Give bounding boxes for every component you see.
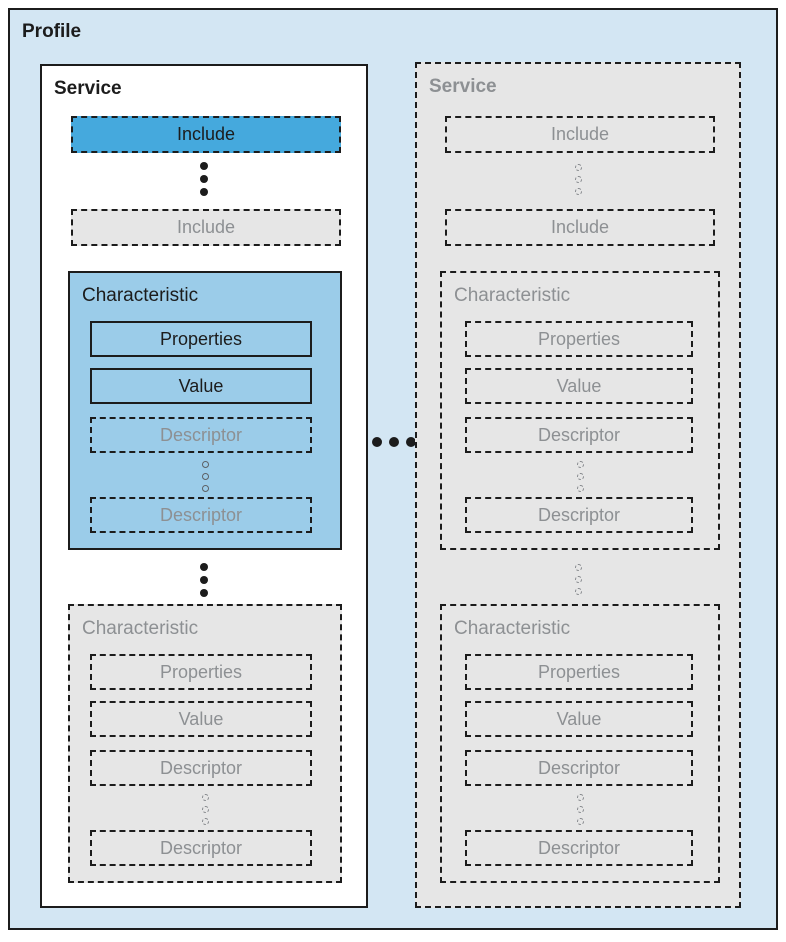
vertical-ellipsis-dots-icon <box>42 563 366 597</box>
include-box-ghost: Include <box>445 116 715 153</box>
characteristic-box-ghost: Characteristic Properties Value Descript… <box>68 604 342 883</box>
properties-box: Properties <box>465 321 693 357</box>
vertical-circle-dots-dashed-icon <box>70 794 340 825</box>
include-box-active: Include <box>71 116 341 153</box>
vertical-circle-dots-dashed-icon <box>417 564 739 595</box>
characteristic-box-active: Characteristic Properties Value Descript… <box>68 271 342 550</box>
profile-container: Profile Service Include Include Characte… <box>8 8 778 930</box>
service-box-active: Service Include Include Characteristic P… <box>40 64 368 908</box>
value-box: Value <box>465 368 693 404</box>
characteristic-box-ghost: Characteristic Properties Value Descript… <box>440 604 720 883</box>
descriptor-box: Descriptor <box>90 417 312 453</box>
horizontal-ellipsis-dots-icon <box>372 437 416 447</box>
vertical-ellipsis-dots-icon <box>42 162 366 196</box>
descriptor-box: Descriptor <box>465 417 693 453</box>
characteristic-title: Characteristic <box>454 285 571 306</box>
service-title: Service <box>429 76 497 97</box>
value-box: Value <box>465 701 693 737</box>
properties-box: Properties <box>465 654 693 690</box>
descriptor-box: Descriptor <box>465 497 693 533</box>
descriptor-box: Descriptor <box>465 830 693 866</box>
vertical-circle-dots-icon <box>70 461 340 492</box>
properties-box: Properties <box>90 654 312 690</box>
descriptor-box: Descriptor <box>465 750 693 786</box>
vertical-circle-dots-dashed-icon <box>442 461 718 492</box>
vertical-circle-dots-dashed-icon <box>417 164 739 195</box>
value-box: Value <box>90 368 312 404</box>
profile-title: Profile <box>22 21 82 42</box>
characteristic-title: Characteristic <box>82 618 199 639</box>
descriptor-box: Descriptor <box>90 497 312 533</box>
characteristic-box-ghost: Characteristic Properties Value Descript… <box>440 271 720 550</box>
characteristic-title: Characteristic <box>454 618 571 639</box>
service-box-ghost: Service Include Include Characteristic P… <box>415 62 741 908</box>
service-title: Service <box>54 78 122 99</box>
properties-box: Properties <box>90 321 312 357</box>
include-box-ghost: Include <box>445 209 715 246</box>
vertical-circle-dots-dashed-icon <box>442 794 718 825</box>
include-box-ghost: Include <box>71 209 341 246</box>
value-box: Value <box>90 701 312 737</box>
descriptor-box: Descriptor <box>90 830 312 866</box>
characteristic-title: Characteristic <box>82 285 199 306</box>
descriptor-box: Descriptor <box>90 750 312 786</box>
